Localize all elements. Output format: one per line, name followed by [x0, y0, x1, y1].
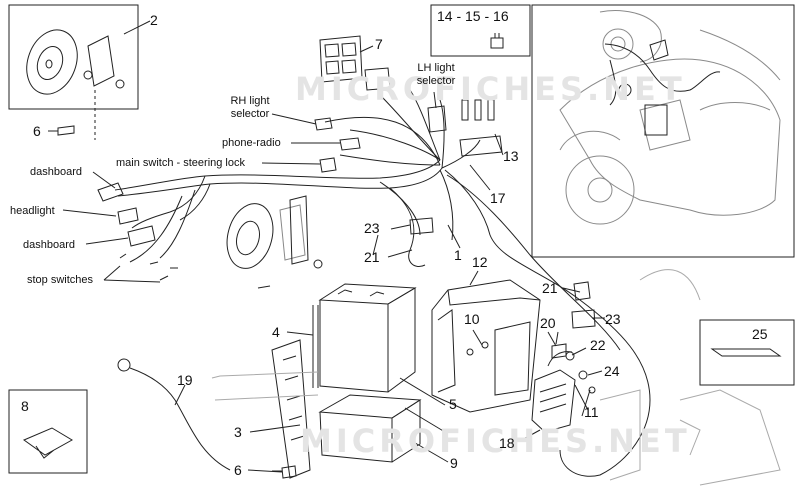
- label-stop-switches: stop switches: [27, 274, 94, 286]
- harness-highlight-drawing: [604, 39, 721, 136]
- battery-holder-drawing: [271, 339, 311, 479]
- phone-radio-connector: [339, 137, 361, 151]
- pad-drawing: [710, 348, 782, 357]
- part-number-17: 17: [490, 190, 506, 206]
- lh-selector-connector: [427, 105, 447, 133]
- horn-inset-frame: [8, 4, 139, 110]
- vehicle-inset-frame: [531, 4, 795, 258]
- dashboard-connector-top: [97, 182, 124, 202]
- part-number-1: 1: [454, 247, 462, 263]
- watermark-bottom: MICROFICHES.NET: [300, 422, 691, 460]
- scooter-ghost-drawing: [559, 10, 781, 225]
- part-number-8: 8: [21, 398, 29, 414]
- fuse-box-13: [459, 135, 503, 157]
- part-number-18: 18: [499, 435, 515, 451]
- part-number-23-left: 23: [364, 220, 380, 236]
- part-number-7: 7: [375, 36, 383, 52]
- label-rh-light-line1: RH light: [230, 95, 270, 107]
- pad-inset-frame: [699, 319, 795, 386]
- part-number-21-left: 21: [364, 249, 380, 265]
- battery-tray-drawing: [318, 394, 422, 463]
- label-lh-light-line2: selector: [416, 75, 456, 87]
- part-number-4: 4: [272, 324, 280, 340]
- clip-inset-frame: [8, 389, 88, 474]
- ground-cable-drawing: [117, 358, 231, 471]
- part-number-6-top: 6: [33, 123, 41, 139]
- part-number-19: 19: [177, 372, 193, 388]
- regulator-drawing: [531, 351, 576, 433]
- clip-drawing: [22, 427, 73, 459]
- relay-block-drawing: [319, 35, 391, 91]
- part-number-10: 10: [464, 311, 480, 327]
- part-number-12: 12: [472, 254, 488, 270]
- rh-selector-connector: [314, 117, 333, 131]
- fuse-drawing: [490, 37, 504, 49]
- kit-label: 14 - 15 - 16: [437, 8, 509, 24]
- label-dashboard-bottom: dashboard: [23, 239, 75, 251]
- bracket-20: [551, 331, 567, 359]
- battery-drawing: [312, 283, 417, 393]
- kit-inset-frame: [430, 4, 531, 57]
- part-number-13: 13: [503, 148, 519, 164]
- part-number-21-right: 21: [542, 280, 558, 296]
- part-number-25: 25: [752, 326, 768, 342]
- label-rh-light-line2: selector: [230, 108, 270, 120]
- horn-part-drawing: [26, 29, 125, 95]
- screw-11: [588, 386, 596, 394]
- part-number-11: 11: [584, 404, 599, 420]
- headlight-connector: [117, 207, 139, 225]
- part-number-20: 20: [540, 315, 556, 331]
- label-dashboard-top: dashboard: [30, 166, 82, 178]
- relay-23-right: [571, 309, 596, 329]
- nut-22: [565, 351, 575, 361]
- screw-top-drawing: [48, 125, 75, 136]
- part-number-3: 3: [234, 424, 242, 440]
- label-lh-light-line1: LH light: [417, 62, 455, 74]
- battery-cover-drawing: [431, 279, 541, 413]
- label-phone-radio: phone-radio: [222, 137, 281, 149]
- part-number-5: 5: [449, 396, 457, 412]
- leader-lines: [62, 91, 605, 473]
- ghost-frame-drawing: [211, 269, 781, 486]
- part-number-23-right: 23: [605, 311, 621, 327]
- part-number-2: 2: [150, 12, 158, 28]
- dashboard-connector-bottom: [127, 225, 156, 247]
- relay-23: [409, 217, 434, 235]
- label-main-switch: main switch - steering lock: [116, 157, 245, 169]
- part-number-9: 9: [450, 455, 458, 471]
- screw-bottom-drawing: [272, 465, 297, 479]
- part-number-22: 22: [590, 337, 606, 353]
- watermark-top: MICROFICHES.NET: [295, 70, 686, 108]
- wiring-harness-drawing: [114, 89, 651, 477]
- part-number-6-bottom: 6: [234, 462, 242, 478]
- part-number-24: 24: [604, 363, 620, 379]
- relay-21-right: [573, 281, 591, 301]
- washer-24: [578, 370, 588, 380]
- horn-middle-drawing: [226, 195, 323, 289]
- label-headlight: headlight: [10, 205, 55, 217]
- main-switch-connector: [319, 157, 337, 173]
- fuse-holders: [461, 99, 495, 121]
